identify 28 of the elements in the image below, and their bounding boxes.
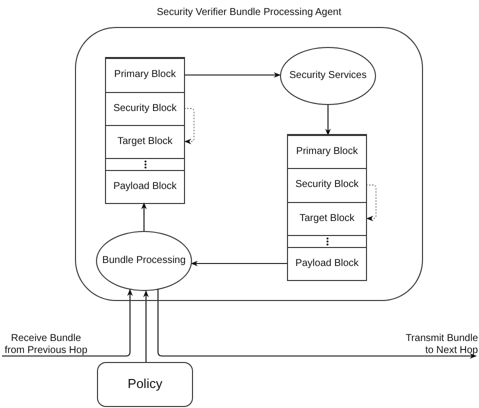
arrow bbox=[143, 290, 149, 363]
block-row bbox=[106, 158, 184, 170]
node-label: Bundle Processing bbox=[101, 255, 187, 267]
dotted-arrow bbox=[366, 184, 376, 222]
node-label: Payload Block bbox=[112, 180, 178, 192]
arrow bbox=[190, 260, 288, 266]
node-label: Security Verifier Bundle Processing Agent bbox=[156, 7, 342, 18]
node-label: Target Block bbox=[298, 212, 356, 224]
edge-label: Receive Bundle from Previous Hop bbox=[4, 333, 88, 356]
arrow bbox=[157, 288, 477, 359]
node-label: Primary Block bbox=[113, 69, 177, 81]
bundle-block-stack bbox=[106, 58, 184, 203]
node-label: Target Block bbox=[116, 136, 174, 148]
block-row bbox=[288, 235, 366, 247]
edge-label: Transmit Bundle to Next Hop bbox=[404, 333, 478, 356]
node-label: Policy bbox=[126, 377, 164, 392]
dotted-arrow bbox=[184, 108, 194, 144]
node-label: Security Block bbox=[112, 102, 178, 114]
arrow bbox=[2, 288, 133, 357]
policy-box bbox=[98, 363, 192, 406]
arrow bbox=[184, 72, 281, 78]
node-label: Payload Block bbox=[294, 258, 360, 270]
arrow bbox=[141, 202, 147, 232]
bundle-block-stack bbox=[288, 135, 366, 280]
node-label: Primary Block bbox=[295, 146, 359, 158]
node-label: Security Block bbox=[294, 179, 360, 191]
node-label: Security Services bbox=[288, 70, 368, 82]
arrow bbox=[325, 104, 331, 136]
